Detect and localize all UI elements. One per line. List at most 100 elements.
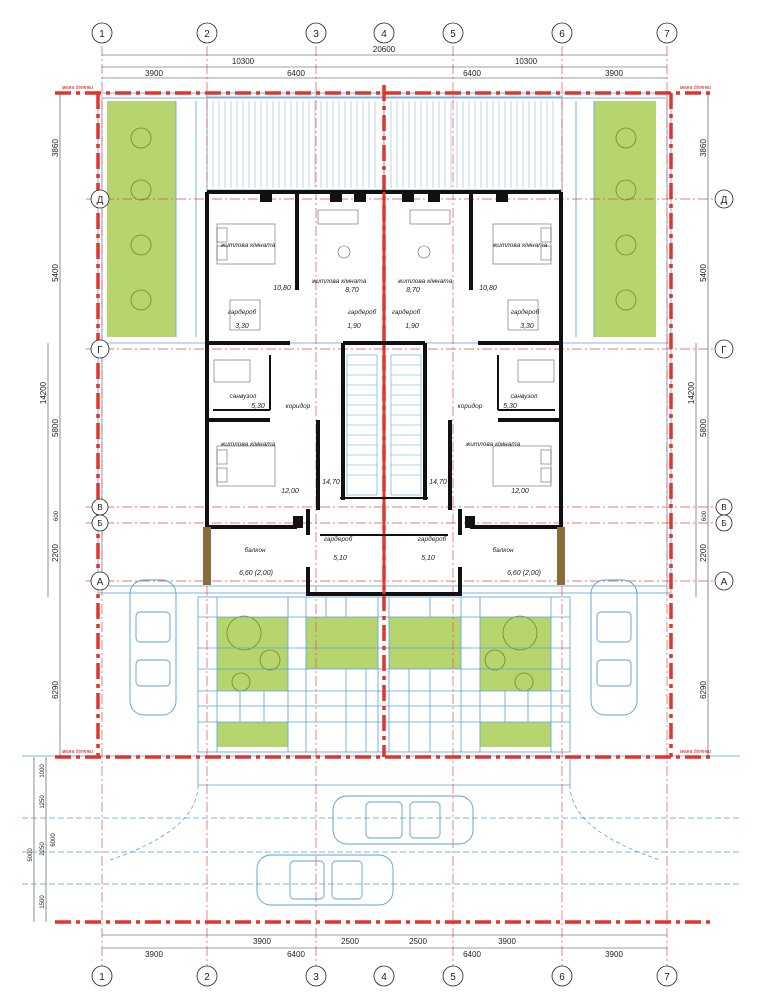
- dim-left-10: 2250: [40, 842, 46, 856]
- dim-left-1: 3860: [51, 139, 60, 157]
- axis-d-left: Д: [97, 195, 104, 206]
- axis-bubbles-bottom: 1 2 3 4 5 6 7: [91, 965, 678, 987]
- area-wardrobe-4: 3,30: [520, 323, 534, 330]
- dim-bottom-r1-3: 2500: [409, 937, 427, 946]
- dim-left-4: 5800: [51, 419, 60, 437]
- label-wardrobe-3: гардероб: [324, 535, 353, 543]
- dim-bottom-r2-3: 6400: [463, 950, 481, 959]
- area-living-2: 8,70: [345, 287, 359, 294]
- label-wardrobe-2: гардероб: [348, 308, 377, 316]
- label-bathroom-1: санвузол: [230, 393, 257, 400]
- axis-7-top: 7: [664, 29, 670, 40]
- label-balcony-1: балкон: [244, 546, 266, 554]
- axis-4-top: 4: [381, 29, 387, 40]
- axis-1-top: 1: [99, 29, 105, 40]
- area-wardrobe-1: 3,30: [235, 323, 249, 330]
- dimension-lines: [33, 54, 709, 949]
- area-wardrobe-5: 1,90: [405, 323, 419, 330]
- dim-right-3: 14200: [687, 381, 696, 404]
- axis-4-bottom: 4: [381, 972, 387, 983]
- dim-right-7: 6290: [699, 681, 708, 699]
- axis-d-right: Д: [721, 195, 728, 206]
- border-label-top-right: межа ділянки: [680, 85, 711, 91]
- dim-seg3-top: 6400: [463, 69, 481, 78]
- dim-half-left: 10300: [232, 57, 255, 66]
- axis-bubbles-top: 1 2 3 4 5 6 7: [91, 22, 678, 44]
- dim-total-top: 20600: [373, 45, 396, 54]
- area-wardrobe-6: 5,10: [421, 555, 435, 562]
- axis-3-top: 3: [313, 29, 319, 40]
- dim-left-8: 1000: [40, 764, 46, 778]
- pergola-slats: [212, 101, 554, 188]
- label-wardrobe-1: гардероб: [228, 308, 257, 316]
- axis-3-bottom: 3: [313, 972, 319, 983]
- axis-b-right: Б: [721, 519, 726, 528]
- label-wardrobe-5: гардероб: [392, 308, 421, 316]
- area-corridor-2: 14,70: [429, 479, 447, 486]
- axis-2-top: 2: [204, 29, 210, 40]
- label-living-1: житлова кімната: [220, 241, 276, 249]
- border-label-mid-left: межа ділянки: [62, 749, 93, 755]
- label-living-6: житлова кімната: [465, 440, 521, 448]
- label-bathroom-2: санвузол: [511, 393, 538, 400]
- room-labels: житлова кімната 10,80 житлова кімната 8,…: [220, 241, 548, 577]
- dim-bottom-r1-1: 3900: [253, 937, 271, 946]
- dim-right-5: 600: [702, 510, 708, 521]
- axis-bubbles-left: Д Г В Б А: [90, 189, 110, 591]
- axis-v-right: В: [721, 503, 726, 512]
- area-living-6: 12,00: [511, 488, 529, 495]
- walls: [205, 190, 563, 596]
- dim-left-7: 6290: [51, 681, 60, 699]
- dim-right-1: 3860: [699, 139, 708, 157]
- right-dimensions: 3860 5400 14200 5800 600 2200 6290: [687, 139, 708, 699]
- axis-a-left: А: [97, 577, 104, 588]
- axis-5-top: 5: [450, 29, 456, 40]
- area-living-4: 10,80: [479, 285, 497, 292]
- label-living-3: житлова кімната: [220, 440, 276, 448]
- dim-left-5: 600: [54, 510, 60, 521]
- label-corridor-1: коридор: [286, 402, 311, 410]
- area-bathroom-1: 5,30: [251, 403, 265, 410]
- dim-bottom-r2-4: 3900: [605, 950, 623, 959]
- dim-left-9: 1250: [40, 795, 46, 809]
- area-living-3: 12,00: [281, 488, 299, 495]
- label-wardrobe-4: гардероб: [511, 308, 540, 316]
- label-wardrobe-6: гардероб: [418, 535, 447, 543]
- dim-bottom-r1-4: 3900: [498, 937, 516, 946]
- axis-5-bottom: 5: [450, 972, 456, 983]
- dim-right-2: 5400: [699, 264, 708, 282]
- area-corridor-1: 14,70: [322, 479, 340, 486]
- axis-6-bottom: 6: [559, 972, 565, 983]
- cars: [129, 579, 638, 906]
- dim-seg1-top: 3900: [145, 69, 163, 78]
- dim-bottom-r2-1: 3900: [145, 950, 163, 959]
- axis-6-top: 6: [559, 29, 565, 40]
- axis-v-left: В: [97, 503, 102, 512]
- columns: [203, 192, 565, 585]
- dim-right-4: 5800: [699, 419, 708, 437]
- area-living-5: 8,70: [406, 287, 420, 294]
- dim-left-11: 5000: [28, 848, 34, 862]
- dim-left-6: 2200: [51, 544, 60, 562]
- area-balcony-1: 6,60 (2,00): [239, 570, 273, 577]
- furniture: [213, 209, 555, 487]
- area-balcony-2: 6,60 (2,00): [507, 570, 541, 577]
- dim-left-3: 14200: [39, 381, 48, 404]
- axis-g-right: Г: [721, 345, 727, 356]
- dim-bottom-r2-2: 6400: [287, 950, 305, 959]
- dim-seg4-top: 3900: [605, 69, 623, 78]
- axis-2-bottom: 2: [204, 972, 210, 983]
- dim-left-2: 5400: [51, 264, 60, 282]
- area-bathroom-2: 5,30: [503, 403, 517, 410]
- label-living-4: житлова кімната: [492, 241, 548, 249]
- label-balcony-2: балкон: [492, 546, 514, 554]
- border-label-mid-right: межа ділянки: [680, 749, 711, 755]
- dim-left-12: 6000: [51, 833, 57, 847]
- axis-bubbles-right: Д Г В Б А: [714, 189, 734, 591]
- dim-bottom-r1-2: 2500: [341, 937, 359, 946]
- dim-right-6: 2200: [699, 544, 708, 562]
- lawns: [107, 101, 656, 747]
- label-living-2: житлова кімната: [311, 277, 367, 285]
- axis-7-bottom: 7: [664, 972, 670, 983]
- area-wardrobe-2: 1,90: [347, 323, 361, 330]
